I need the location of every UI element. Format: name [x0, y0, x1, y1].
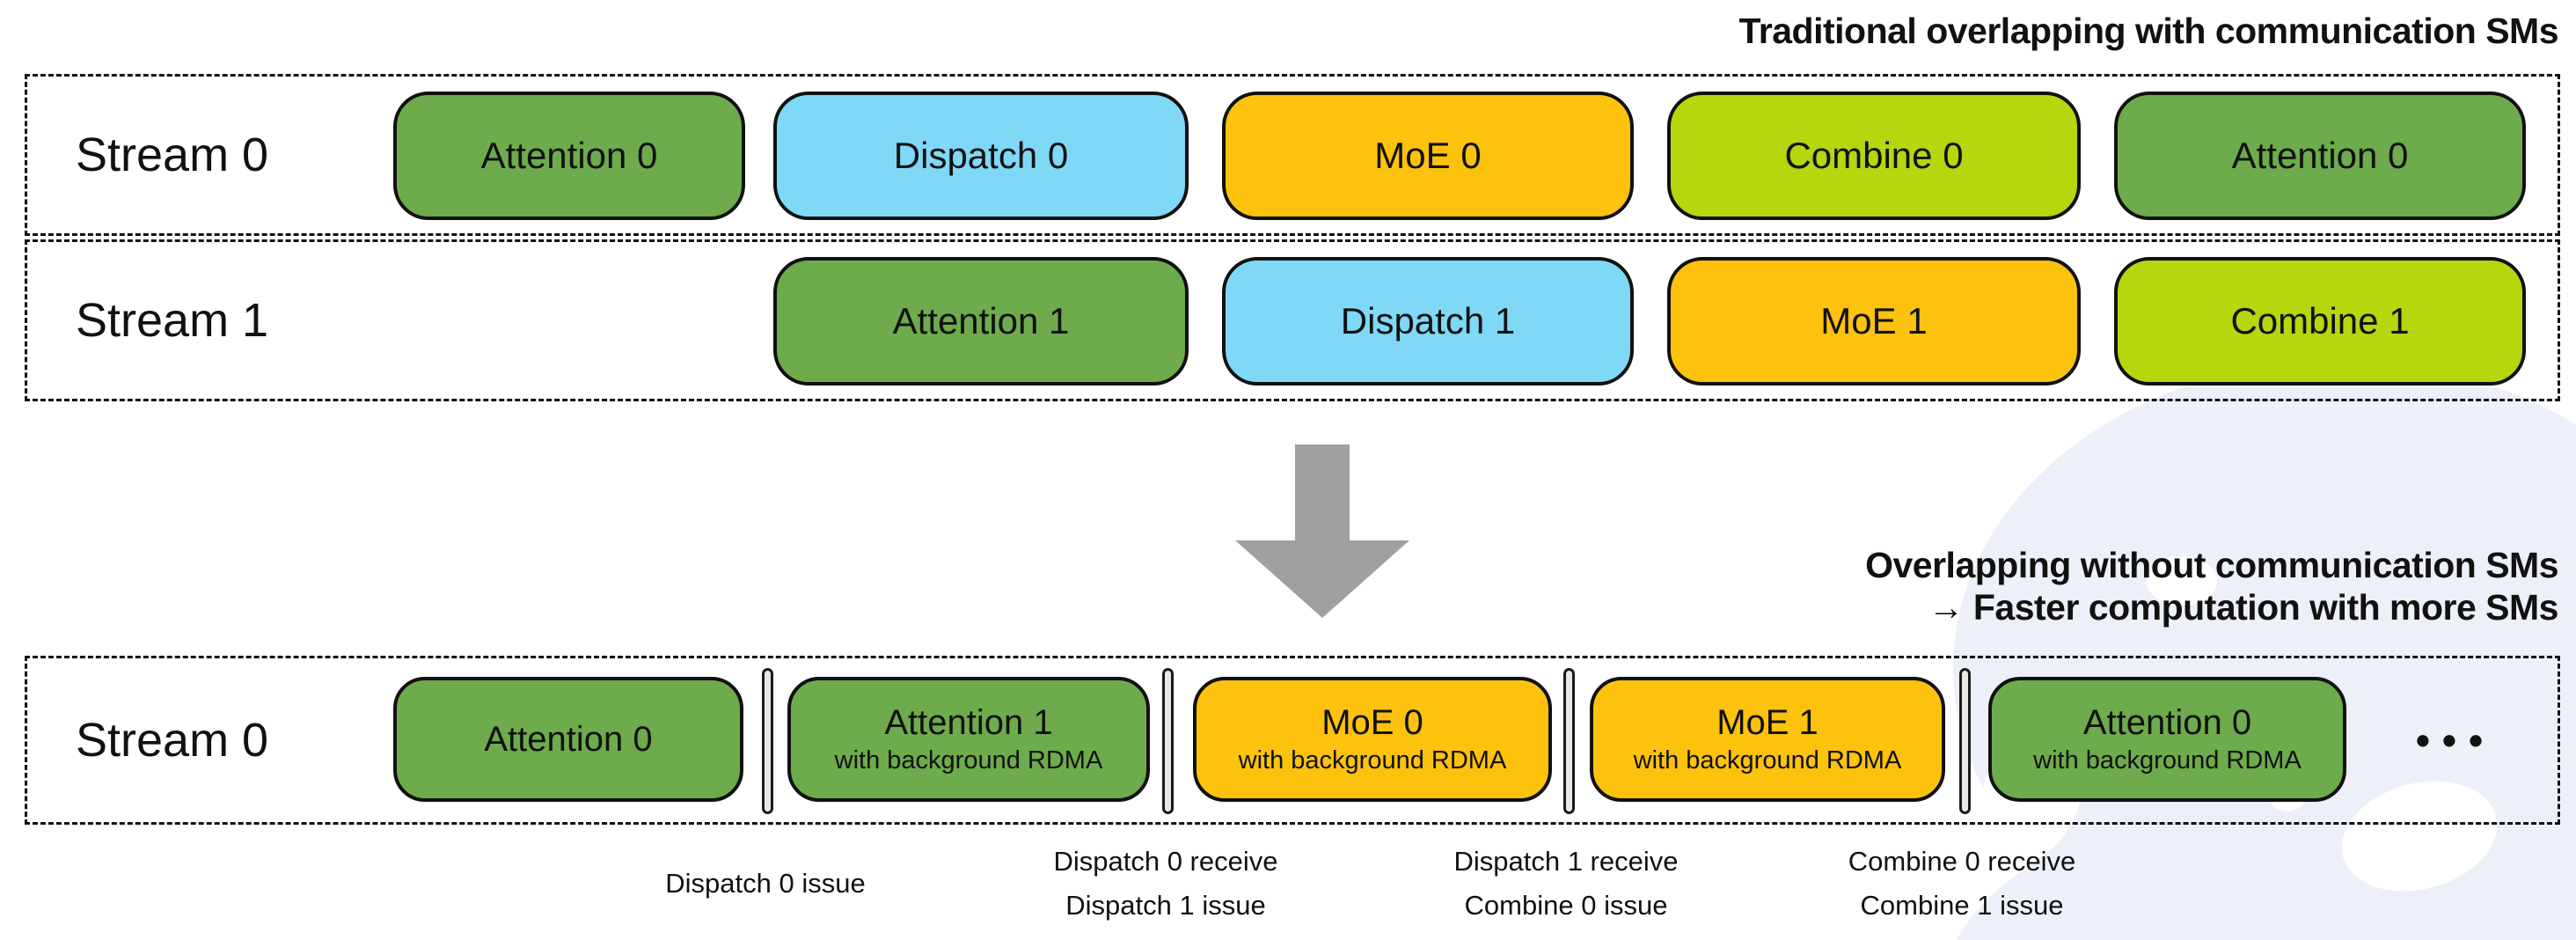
block-moe-1: MoE 1	[1667, 257, 2081, 386]
block-sub-label: with background RDMA	[834, 746, 1103, 775]
block-sub-label: with background RDMA	[2033, 746, 2302, 775]
block-dispatch-0: Dispatch 0	[773, 92, 1189, 220]
stream-divider-1	[762, 668, 773, 814]
block-moe-0-rdma: MoE 0 with background RDMA	[1193, 677, 1552, 802]
annotation-line: Dispatch 1 receive	[1453, 846, 1679, 877]
bottom-caption-line1: Overlapping without communication SMs	[1865, 545, 2558, 585]
stream-divider-4	[1959, 668, 1971, 814]
annotation-line: Combine 1 issue	[1860, 890, 2064, 921]
stream1-label: Stream 1	[76, 294, 269, 347]
block-combine-1: Combine 1	[2114, 257, 2526, 386]
annotation-combine0-receive: Combine 0 receive Combine 1 issue	[1786, 838, 2138, 929]
annotation-line: Combine 0 receive	[1848, 846, 2076, 877]
down-arrow-stem	[1295, 444, 1350, 541]
stream-divider-3	[1563, 668, 1575, 814]
top-caption: Traditional overlapping with communicati…	[1738, 11, 2559, 51]
block-sub-label: with background RDMA	[1633, 746, 1902, 775]
block-moe-0: MoE 0	[1222, 92, 1634, 220]
annotation-line: Dispatch 1 issue	[1065, 890, 1266, 921]
down-arrow-head	[1235, 540, 1409, 618]
block-main-label: MoE 0	[1321, 703, 1423, 742]
block-attention-0-next: Attention 0	[2114, 92, 2526, 220]
bottom-caption-line2: → Faster computation with more SMs	[1928, 587, 2558, 628]
block-attention-1: Attention 1	[773, 257, 1189, 386]
block-main-label: Attention 1	[884, 703, 1053, 742]
block-attention-1-rdma: Attention 1 with background RDMA	[787, 677, 1150, 802]
stream-divider-2	[1162, 668, 1174, 814]
block-main-label: Attention 0	[2082, 703, 2252, 742]
stream0-label-bottom: Stream 0	[76, 714, 269, 767]
block-attention-0-rdma: Attention 0 with background RDMA	[1988, 677, 2346, 802]
block-combine-0: Combine 0	[1667, 92, 2081, 220]
annotation-line: Dispatch 0 receive	[1053, 846, 1278, 877]
block-moe-1-rdma: MoE 1 with background RDMA	[1590, 677, 1945, 802]
stream0-row-traditional: Stream 0 Attention 0 Dispatch 0 MoE 0 Co…	[25, 74, 2560, 236]
block-attention-0: Attention 0	[393, 92, 745, 220]
annotation-line: Combine 0 issue	[1464, 890, 1668, 921]
annotation-line: Dispatch 0 issue	[665, 868, 866, 899]
block-attention-0-bottom: Attention 0	[393, 677, 743, 802]
block-dispatch-1: Dispatch 1	[1222, 257, 1634, 386]
continuation-ellipsis: •••	[2415, 717, 2496, 763]
annotation-dispatch0-receive: Dispatch 0 receive Dispatch 1 issue	[990, 838, 1342, 929]
block-main-label: MoE 1	[1716, 703, 1819, 742]
block-main-label: Attention 0	[484, 719, 653, 759]
stream0-label: Stream 0	[76, 129, 269, 181]
block-sub-label: with background RDMA	[1238, 746, 1507, 775]
stream0-row-overlapped: Stream 0 Attention 0 Attention 1 with ba…	[25, 656, 2560, 825]
stream1-row-traditional: Stream 1 Attention 1 Dispatch 1 MoE 1 Co…	[25, 239, 2560, 401]
bottom-caption: Overlapping without communication SMs → …	[1865, 544, 2558, 628]
annotation-dispatch0-issue: Dispatch 0 issue	[589, 838, 941, 929]
annotation-dispatch1-receive: Dispatch 1 receive Combine 0 issue	[1390, 838, 1742, 929]
